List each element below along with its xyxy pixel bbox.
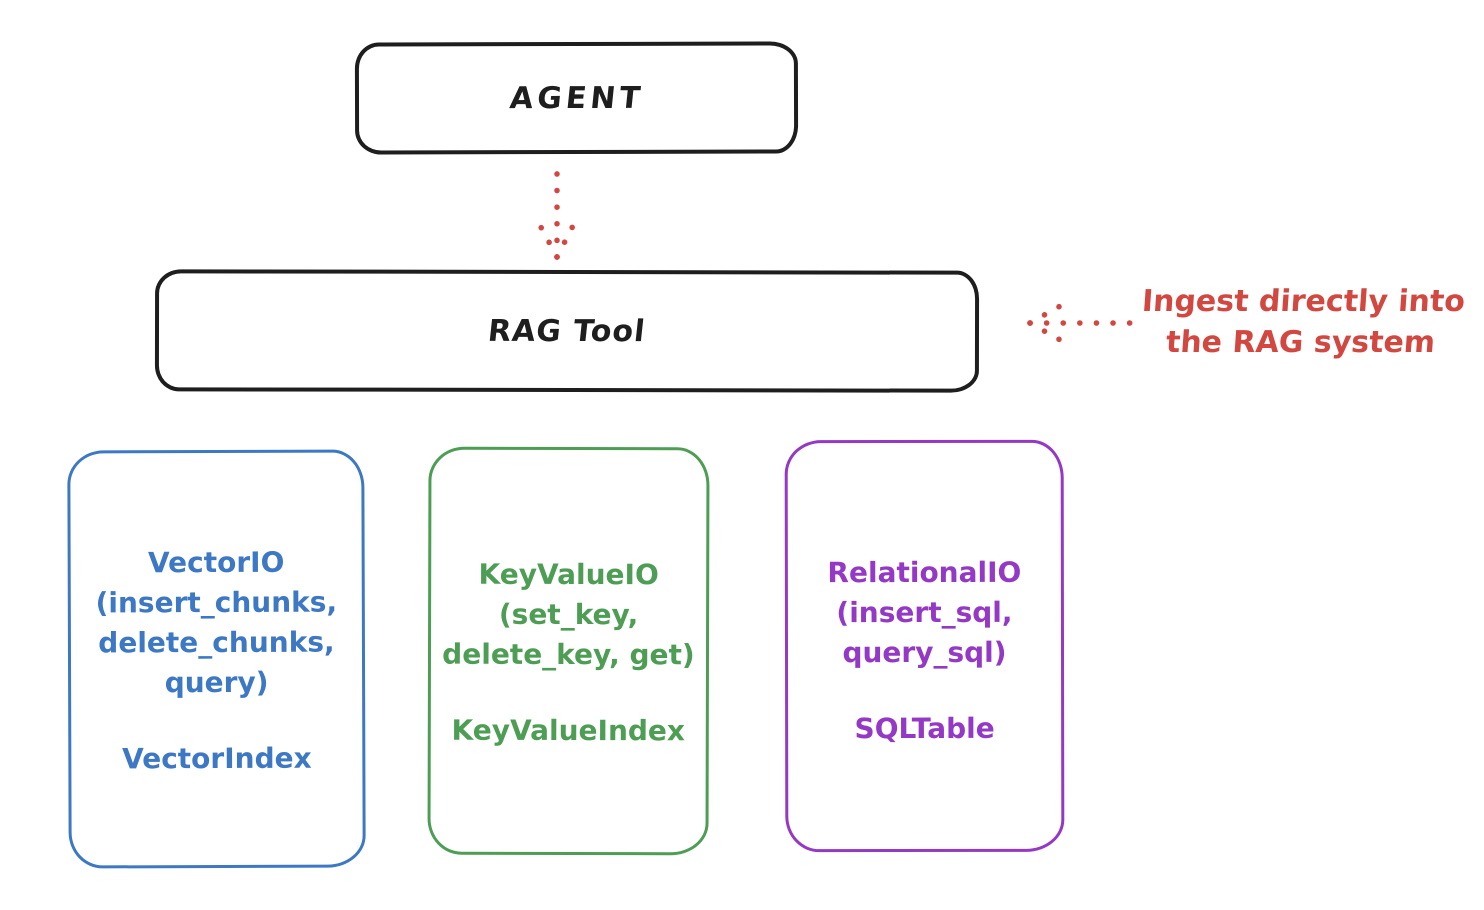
rag-tool-box: RAG Tool bbox=[154, 269, 980, 393]
card-line: query) bbox=[164, 665, 269, 700]
sql-table-label: SQLTable bbox=[854, 711, 995, 746]
card-line: (insert_sql, bbox=[836, 595, 1013, 630]
dotted-down-arrow-icon bbox=[533, 159, 581, 260]
card-line: KeyValueIO bbox=[478, 557, 659, 592]
vector-io-card: VectorIO (insert_chunks, delete_chunks, … bbox=[67, 449, 366, 869]
card-line: delete_key, get) bbox=[442, 637, 695, 672]
card-line: (set_key, bbox=[498, 597, 639, 632]
ingest-annotation-line1: Ingest directly into bbox=[1140, 284, 1467, 319]
card-line: delete_chunks, bbox=[98, 625, 335, 660]
keyvalue-io-methods: KeyValueIO (set_key, delete_key, get) bbox=[431, 555, 706, 676]
dotted-left-arrow-icon bbox=[1027, 302, 1139, 344]
relational-io-methods: RelationalIO (insert_sql, query_sql) bbox=[788, 553, 1061, 673]
ingest-annotation-line2: the RAG system bbox=[1164, 325, 1437, 360]
keyvalue-index-label: KeyValueIndex bbox=[451, 713, 686, 748]
rag-tool-label: RAG Tool bbox=[486, 313, 648, 349]
agent-label: AGENT bbox=[507, 80, 646, 116]
card-line: RelationalIO bbox=[827, 555, 1022, 590]
card-line: query_sql) bbox=[842, 635, 1007, 670]
relational-io-card: RelationalIO (insert_sql, query_sql) SQL… bbox=[784, 439, 1065, 853]
vector-index-label: VectorIndex bbox=[121, 741, 312, 776]
ingest-annotation: Ingest directly into the RAG system bbox=[1125, 281, 1479, 363]
keyvalue-io-card: KeyValueIO (set_key, delete_key, get) Ke… bbox=[427, 446, 710, 856]
card-line: (insert_chunks, bbox=[95, 585, 338, 620]
card-line: VectorIO bbox=[147, 545, 285, 580]
agent-box: AGENT bbox=[354, 41, 799, 155]
vector-io-methods: VectorIO (insert_chunks, delete_chunks, … bbox=[71, 542, 363, 703]
